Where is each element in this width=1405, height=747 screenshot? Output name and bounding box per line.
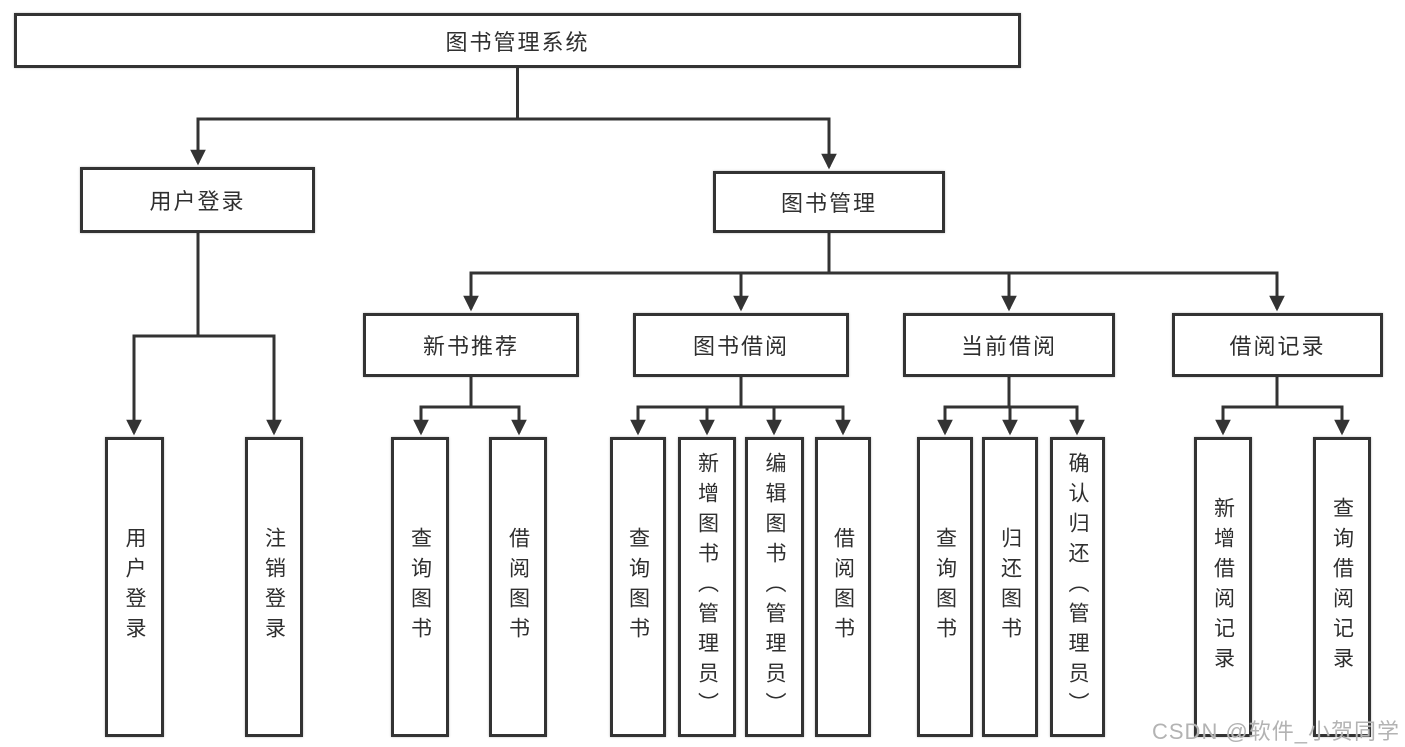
node-label: 查询图书 [933, 527, 957, 647]
node-add-books-admin: 新增图书（管理员） [678, 437, 736, 737]
node-current-borrowing: 当前借阅 [903, 313, 1115, 377]
node-borrow-books-borrowing: 借阅图书 [815, 437, 871, 737]
node-label: 借阅图书 [831, 527, 855, 647]
node-label: 用户登录 [123, 527, 146, 647]
node-user-login: 用户登录 [80, 167, 315, 233]
node-label: 新增图书（管理员） [695, 452, 719, 722]
node-query-books-borrowing: 查询图书 [610, 437, 666, 737]
node-label: 注销登录 [262, 527, 286, 647]
node-return-books: 归还图书 [982, 437, 1038, 737]
node-book-borrowing: 图书借阅 [633, 313, 849, 377]
node-query-books-recommend: 查询图书 [391, 437, 449, 737]
node-query-borrow-record: 查询借阅记录 [1313, 437, 1371, 737]
csdn-watermark: CSDN @软件_小贺同学 [1152, 719, 1401, 744]
node-user-login-action: 用户登录 [105, 437, 164, 737]
node-confirm-return-admin: 确认归还（管理员） [1050, 437, 1105, 737]
node-label: 查询图书 [408, 527, 432, 647]
node-label: 确认归还（管理员） [1066, 452, 1089, 722]
node-label: 借阅图书 [506, 527, 530, 647]
node-book-management: 图书管理 [713, 171, 945, 233]
node-logout: 注销登录 [245, 437, 303, 737]
node-query-books-current: 查询图书 [917, 437, 973, 737]
node-label: 编辑图书（管理员） [763, 452, 786, 722]
node-label: 新增借阅记录 [1211, 497, 1235, 677]
node-label: 查询借阅记录 [1330, 497, 1354, 677]
node-library-system: 图书管理系统 [14, 13, 1021, 68]
node-add-borrow-record: 新增借阅记录 [1194, 437, 1252, 737]
node-borrowing-records: 借阅记录 [1172, 313, 1383, 377]
node-edit-books-admin: 编辑图书（管理员） [745, 437, 804, 737]
node-new-book-recommendation: 新书推荐 [363, 313, 579, 377]
node-label: 归还图书 [998, 527, 1022, 647]
node-borrow-books-recommend: 借阅图书 [489, 437, 547, 737]
node-label: 查询图书 [626, 527, 650, 647]
